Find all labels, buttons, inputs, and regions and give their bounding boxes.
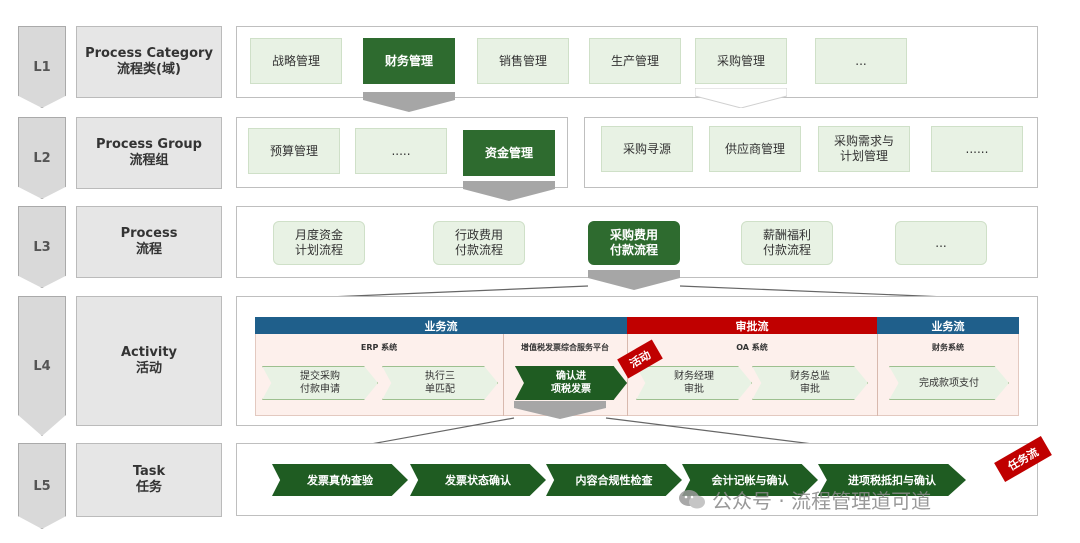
level-chevron-l5: L5 [18,443,66,529]
task-step[interactable]: 会计记帐与确认 [682,464,818,496]
system-label: OA 系统 [736,343,768,352]
level-zh: 流程类(域) [117,62,181,77]
l3-item[interactable]: 薪酬福利 付款流程 [741,221,833,265]
level-label-l1: Process Category 流程类(域) [76,26,222,98]
level-en: Process Group [96,137,202,152]
system-label: 财务系统 [932,343,964,352]
level-en: Process [120,226,178,241]
l3-item[interactable]: ... [895,221,987,265]
l1-item[interactable]: 生产管理 [589,38,681,84]
l2-item-selected[interactable]: 资金管理 [463,130,555,176]
l3-item[interactable]: 月度资金 计划流程 [273,221,365,265]
level-en: Activity [120,345,178,360]
system-label: 增值税发票综合服务平台 [521,343,609,352]
level-zh: 活动 [135,361,162,376]
level-label-l5: Task 任务 [76,443,222,517]
activity-step[interactable]: 财务经理 审批 [636,366,752,400]
level-chevron-l1: L1 [18,26,66,108]
watermark: 公众号 · 流程管理道可道 [678,484,1058,514]
l1-item-selected[interactable]: 财务管理 [363,38,455,84]
l2-item[interactable]: 预算管理 [248,128,340,174]
task-step[interactable]: 进项税抵扣与确认 [818,464,966,496]
drill-down-arrow-outline [695,88,787,108]
level-chevron-l3: L3 [18,206,66,288]
level-en: Task [132,464,166,479]
l1-item[interactable]: 战略管理 [250,38,342,84]
l4-header-business: 业务流 [255,317,627,334]
l3-item-selected[interactable]: 采购费用 付款流程 [588,221,680,265]
l2-item[interactable]: 采购寻源 [601,126,693,172]
drill-down-arrow [363,92,455,112]
l1-item[interactable]: 采购管理 [695,38,787,84]
l2-item[interactable]: 供应商管理 [709,126,801,172]
task-step[interactable]: 内容合规性检查 [546,464,682,496]
level-zh: 任务 [135,480,162,495]
drill-down-arrow [588,270,680,290]
level-zh: 流程组 [129,153,169,168]
level-chevron-l2: L2 [18,117,66,199]
l2-item[interactable]: ...... [931,126,1023,172]
divider [877,334,878,416]
wechat-icon [679,490,705,509]
level-label-l3: Process 流程 [76,206,222,278]
activity-step[interactable]: 财务总监 审批 [752,366,868,400]
activity-step-selected[interactable]: 确认进 项税发票 [515,366,627,400]
l1-item[interactable]: ... [815,38,907,84]
level-label-l2: Process Group 流程组 [76,117,222,189]
level-chevron-l4: L4 [18,296,66,436]
activity-step[interactable]: 执行三 单匹配 [382,366,498,400]
level-zh: 流程 [135,242,162,257]
task-step[interactable]: 发票真伪查验 [272,464,408,496]
level-label-l4: Activity 活动 [76,296,222,426]
l3-item[interactable]: 行政费用 付款流程 [433,221,525,265]
divider [503,334,504,416]
l1-item[interactable]: 销售管理 [477,38,569,84]
l2-item[interactable]: 采购需求与 计划管理 [818,126,910,172]
activity-step[interactable]: 提交采购 付款申请 [262,366,378,400]
drill-down-arrow [463,181,555,201]
l4-header-approval: 审批流 [627,317,877,334]
activity-step[interactable]: 完成款项支付 [889,366,1009,400]
drill-down-arrow [514,401,606,419]
system-label: ERP 系统 [360,343,398,352]
task-step[interactable]: 发票状态确认 [410,464,546,496]
level-en: Process Category [85,46,213,61]
l2-item[interactable]: ..... [355,128,447,174]
l4-header-business: 业务流 [877,317,1019,334]
watermark-text: 公众号 · 流程管理道可道 [712,488,932,513]
